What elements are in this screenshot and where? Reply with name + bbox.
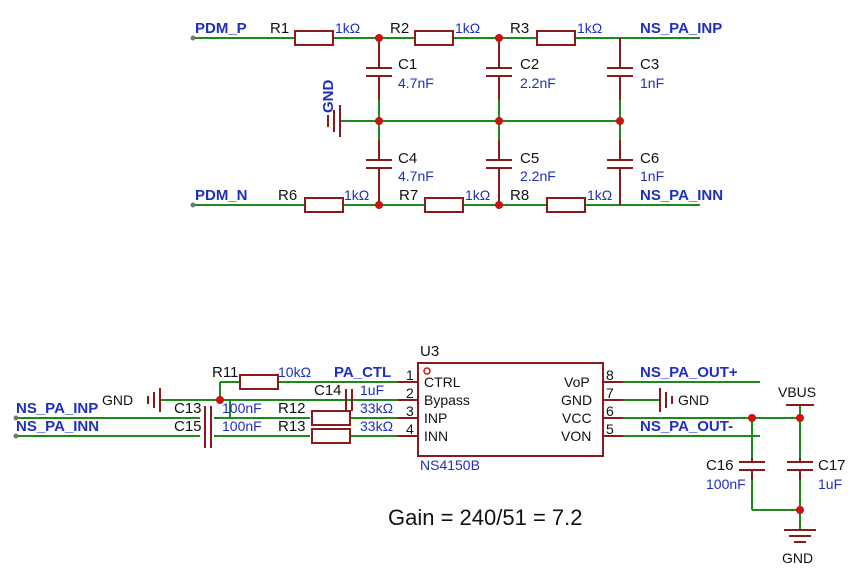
value-c2: 2.2nF: [520, 75, 556, 91]
rc-filter-network: [190, 30, 700, 213]
capacitor-c14: [345, 389, 353, 411]
value-r8: 1kΩ: [587, 187, 612, 203]
net-label-ns-pa-inp-top: NS_PA_INP: [640, 20, 722, 37]
net-port-ns-pa-inp: [13, 415, 19, 421]
value-c6: 1nF: [640, 168, 664, 184]
resistor-r13: [311, 428, 351, 444]
net-port-pdm-p: [190, 35, 196, 41]
pin-num-7: 7: [606, 385, 614, 401]
ref-r12: R12: [278, 400, 306, 417]
pin-num-2: 2: [406, 385, 414, 401]
ground-symbol-bottom: [784, 529, 816, 543]
value-r3: 1kΩ: [577, 20, 602, 36]
pin-name-inn: INN: [424, 428, 448, 444]
value-c5: 2.2nF: [520, 168, 556, 184]
net-label-ns-pa-inn: NS_PA_INN: [16, 418, 99, 435]
resistor-r3: [536, 30, 576, 46]
ic-part-ns4150b: NS4150B: [420, 457, 480, 473]
net-label-pa-ctl: PA_CTL: [334, 364, 391, 381]
net-label-pdm-p: PDM_P: [195, 20, 247, 37]
net-label-ns-pa-out-n: NS_PA_OUT-: [640, 418, 733, 435]
net-label-gnd-bottom: GND: [782, 550, 813, 566]
net-label-gnd-filter: GND: [320, 80, 337, 114]
net-label-gnd-ic: GND: [678, 392, 709, 408]
value-c1: 4.7nF: [398, 75, 434, 91]
pin-name-inp: INP: [424, 410, 447, 426]
ref-r3: R3: [510, 20, 529, 37]
value-c16: 100nF: [706, 476, 746, 492]
net-label-vbus: VBUS: [778, 384, 816, 400]
resistor-r2: [414, 30, 454, 46]
resistor-r12: [311, 410, 351, 426]
ground-symbol-filter: [327, 105, 341, 137]
ref-r7: R7: [399, 187, 418, 204]
ref-c3: C3: [640, 56, 659, 73]
resistor-r6: [304, 197, 344, 213]
value-r6: 1kΩ: [344, 187, 369, 203]
ref-c16: C16: [706, 457, 734, 474]
pin-name-ctrl: CTRL: [424, 374, 461, 390]
resistor-r1: [294, 30, 334, 46]
amplifier-section: [13, 362, 816, 543]
resistor-r8: [546, 197, 586, 213]
net-label-pdm-n: PDM_N: [195, 187, 248, 204]
value-r12: 33kΩ: [360, 400, 393, 416]
value-c17: 1uF: [818, 476, 842, 492]
pin-num-5: 5: [606, 421, 614, 437]
net-label-gnd-left: GND: [102, 392, 133, 408]
ref-r13: R13: [278, 418, 306, 435]
net-label-ns-pa-inn-top: NS_PA_INN: [640, 187, 723, 204]
value-r11: 10kΩ: [278, 364, 311, 380]
resistor-r7: [424, 197, 464, 213]
net-label-ns-pa-out-p: NS_PA_OUT+: [640, 364, 738, 381]
value-r7: 1kΩ: [465, 187, 490, 203]
ref-r8: R8: [510, 187, 529, 204]
pin-num-4: 4: [406, 421, 414, 437]
pin-name-vcc: VCC: [562, 410, 592, 426]
capacitor-c17: [787, 458, 813, 480]
value-c14: 1uF: [360, 382, 384, 398]
gain-note: Gain = 240/51 = 7.2: [388, 505, 583, 530]
value-r2: 1kΩ: [455, 20, 480, 36]
ref-c17: C17: [818, 457, 846, 474]
ref-c15: C15: [174, 418, 202, 435]
pin-num-8: 8: [606, 367, 614, 383]
pin1-marker: [423, 367, 431, 375]
value-c4: 4.7nF: [398, 168, 434, 184]
ref-c2: C2: [520, 56, 539, 73]
net-label-ns-pa-inp: NS_PA_INP: [16, 400, 98, 417]
ref-c13: C13: [174, 400, 202, 417]
net-port-pdm-n: [190, 202, 196, 208]
pin-name-gnd: GND: [561, 392, 592, 408]
pin-num-6: 6: [606, 403, 614, 419]
ref-c14: C14: [314, 382, 342, 399]
value-c3: 1nF: [640, 75, 664, 91]
capacitor-c15: [204, 424, 212, 448]
capacitor-c16: [739, 458, 765, 480]
ref-r2: R2: [390, 20, 409, 37]
net-port-ns-pa-inn: [13, 433, 19, 439]
pin-name-bypass: Bypass: [424, 392, 470, 408]
ref-r1: R1: [270, 20, 289, 37]
pin-name-vop: VoP: [564, 374, 590, 390]
pin-name-von: VON: [561, 428, 591, 444]
ref-c1: C1: [398, 56, 417, 73]
resistor-r11: [239, 374, 279, 390]
value-c15: 100nF: [222, 418, 262, 434]
ref-c5: C5: [520, 150, 539, 167]
ref-c4: C4: [398, 150, 417, 167]
ic-ref-u3: U3: [420, 343, 439, 360]
pin-num-3: 3: [406, 403, 414, 419]
ref-c6: C6: [640, 150, 659, 167]
value-r13: 33kΩ: [360, 418, 393, 434]
ref-r6: R6: [278, 187, 297, 204]
pin-num-1: 1: [406, 367, 414, 383]
ground-symbol-left: [147, 388, 161, 412]
value-c13: 100nF: [222, 400, 262, 416]
ref-r11: R11: [212, 364, 238, 381]
value-r1: 1kΩ: [335, 20, 360, 36]
ic-u3-body: [417, 362, 604, 457]
ground-symbol-ic: [659, 388, 673, 412]
